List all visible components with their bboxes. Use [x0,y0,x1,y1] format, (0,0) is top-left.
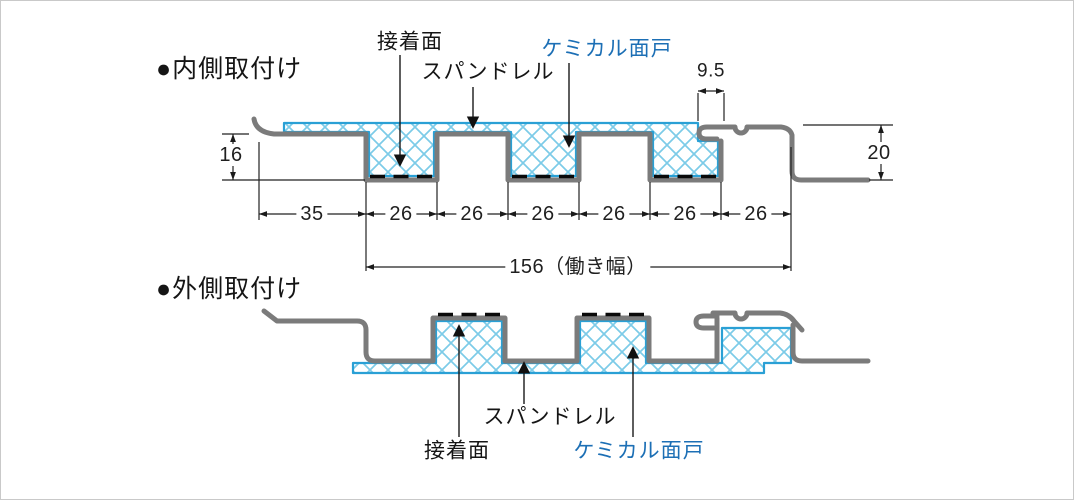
dim-working-width: 156（働き幅） [505,256,651,278]
inner-joint-profile [696,124,871,183]
dim-segment-1: 26 [385,203,417,225]
inner-leader-lines [393,55,576,167]
outer-chemical-fill [351,319,793,375]
label-chemical-mendo-inner: ケミカル面戸 [541,37,673,61]
inner-chemical-fill [282,121,720,178]
outer-joint-overlap [710,310,805,333]
inner-panel-profile [251,116,724,183]
dim-segment-4: 26 [598,203,630,225]
label-adhesive-surface-outer: 接着面 [424,439,490,463]
outer-mounting-heading: ●外側取付け [156,275,303,303]
inner-mounting-drawing [222,55,893,271]
label-chemical-mendo-outer: ケミカル面戸 [573,439,705,463]
label-adhesive-surface-inner: 接着面 [377,30,443,54]
dim-segment-2: 26 [456,203,488,225]
dim-segment-3: 26 [527,203,559,225]
outer-panel-profile [261,308,720,364]
inner-mounting-heading: ●内側取付け [156,55,303,83]
dim-segment-5: 26 [669,203,701,225]
dim-edge-step: 20 [863,142,895,164]
outer-curl [693,313,720,331]
outer-leader-lines [452,324,640,437]
inner-dimension-arrows [230,88,884,270]
dim-segment-0: 35 [296,203,328,225]
dim-segment-6: 26 [740,203,772,225]
outer-right-panel [790,322,871,364]
dim-groove-depth: 16 [215,144,247,166]
label-spandrel-outer: スパンドレル [483,405,617,429]
label-spandrel-inner: スパンドレル [421,60,555,84]
dim-notch-width: 9.5 [697,60,725,82]
outer-mounting-drawing [261,308,871,437]
